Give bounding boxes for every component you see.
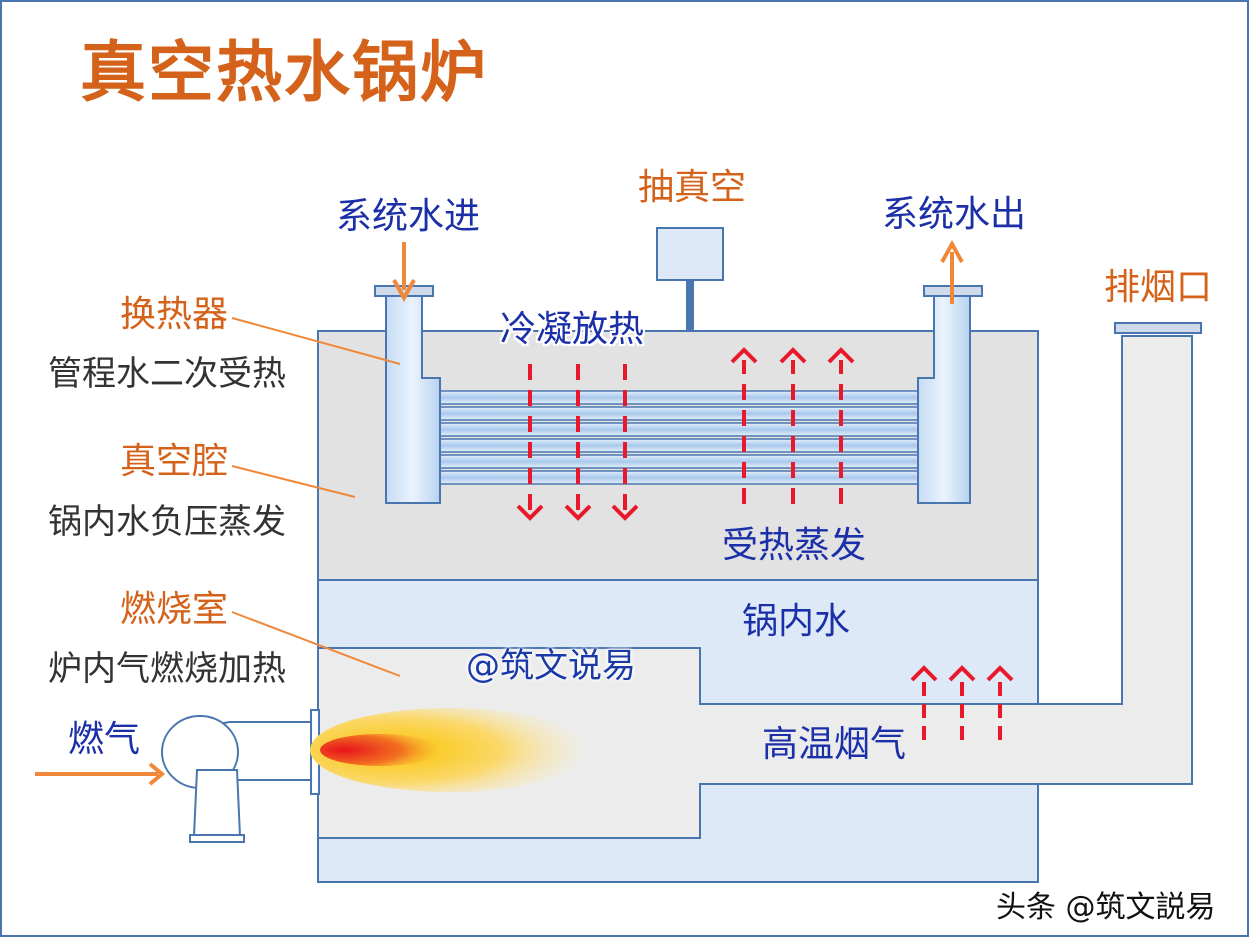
callout-vacuum-title: 真空腔: [120, 441, 229, 482]
flame-inner: [320, 734, 440, 766]
flame-outer: [310, 708, 590, 792]
callout-vacuum-desc: 锅内水负压蒸发: [48, 502, 286, 542]
flue-outlet-cap: [1114, 322, 1202, 334]
vacuum-pump-box: [656, 227, 724, 281]
label-water-out: 系统水出: [882, 194, 1027, 235]
page-title: 真空热水锅炉: [80, 34, 488, 111]
heat-exchanger-right-header: [917, 294, 971, 504]
label-heated-evap: 受热蒸发: [722, 525, 867, 566]
water-in-arrow-icon: [392, 242, 416, 303]
callout-line-vacuum: [231, 465, 356, 498]
callout-combustion-desc: 炉内气燃烧加热: [48, 649, 286, 689]
callout-combustion-title: 燃烧室: [120, 589, 229, 630]
label-vacuum-pump: 抽真空: [638, 167, 747, 208]
label-flue-outlet: 排烟口: [1104, 267, 1213, 308]
label-water-in: 系统水进: [336, 196, 481, 237]
callout-exchanger-desc: 管程水二次受热: [48, 354, 286, 394]
callout-line-combustion: [231, 611, 401, 677]
gas-arrow-icon: [35, 762, 166, 786]
vacuum-pipe: [686, 280, 694, 332]
label-condense: 冷凝放热: [500, 309, 645, 350]
flue-gas-arrows-icon: [910, 665, 1014, 740]
label-gas: 燃气: [68, 719, 141, 760]
combustion-chamber: [317, 335, 1193, 839]
evaporate-arrows-icon: [730, 347, 855, 504]
watermark-center: @筑文说易: [466, 646, 636, 686]
watermark-corner: 头条 @筑文説易: [996, 890, 1216, 925]
label-boiler-water: 锅内水: [742, 601, 851, 642]
label-hot-flue-gas: 高温烟气: [762, 724, 907, 765]
callout-exchanger-title: 换热器: [120, 294, 229, 335]
condense-arrows-icon: [516, 364, 639, 521]
heat-exchanger-left-header: [385, 294, 441, 504]
burner: [161, 709, 320, 843]
water-out-arrow-icon: [940, 239, 964, 304]
callout-line-exchanger: [231, 317, 401, 365]
